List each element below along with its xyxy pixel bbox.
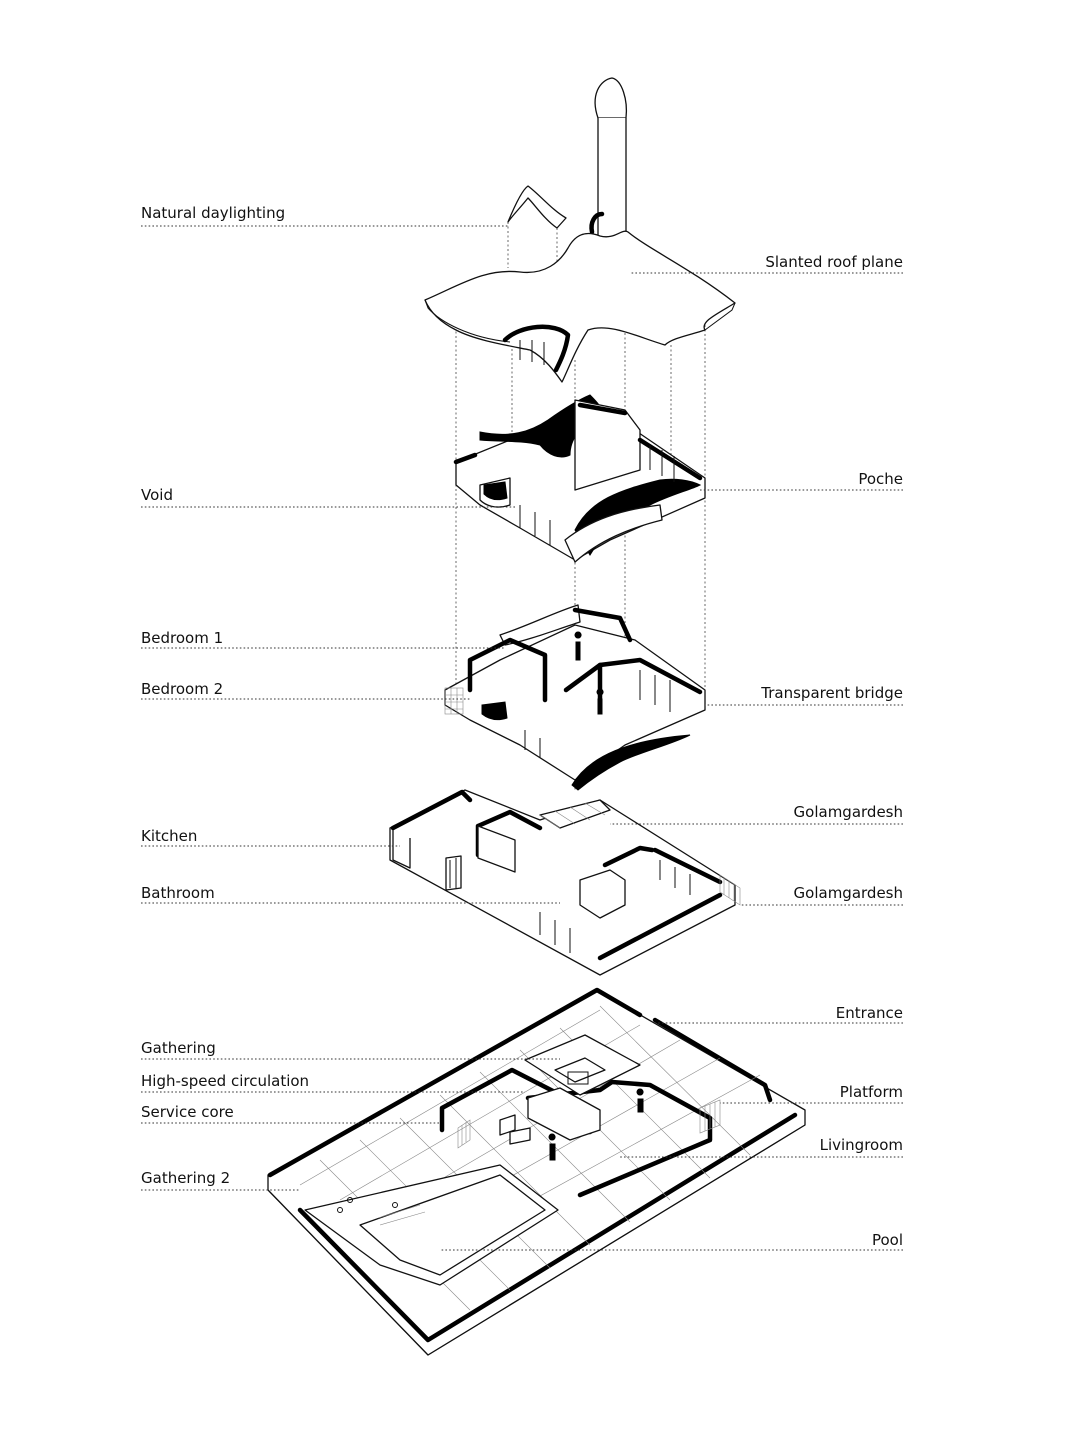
leader-lines [141, 225, 903, 1251]
label-entrance: Entrance [836, 1004, 903, 1022]
label-gathering: Gathering [141, 1039, 216, 1057]
label-service-core: Service core [141, 1103, 234, 1121]
label-high-speed-circulation: High-speed circulation [141, 1072, 309, 1090]
label-poche: Poche [858, 470, 903, 488]
label-pool: Pool [872, 1231, 903, 1249]
label-transparent-bridge: Transparent bridge [760, 684, 903, 702]
label-golamgardesh-lower: Golamgardesh [794, 884, 903, 902]
base-level [267, 987, 806, 1356]
label-bedroom-1: Bedroom 1 [141, 629, 223, 647]
roof-level [424, 77, 736, 383]
second-floor [453, 394, 706, 563]
label-golamgardesh-upper: Golamgardesh [794, 803, 903, 821]
labels-right: Slanted roof plane Poche Transparent bri… [760, 253, 903, 1249]
label-bedroom-2: Bedroom 2 [141, 680, 223, 698]
label-natural-daylighting: Natural daylighting [141, 204, 285, 222]
label-platform: Platform [840, 1083, 903, 1101]
label-kitchen: Kitchen [141, 827, 197, 845]
label-bathroom: Bathroom [141, 884, 215, 902]
ground-floor [389, 789, 741, 976]
label-gathering-2: Gathering 2 [141, 1169, 230, 1187]
first-floor [444, 604, 706, 791]
label-void: Void [141, 486, 173, 504]
label-livingroom: Livingroom [820, 1136, 903, 1154]
label-slanted-roof-plane: Slanted roof plane [765, 253, 903, 271]
labels-left: Natural daylighting Void Bedroom 1 Bedro… [141, 204, 309, 1187]
